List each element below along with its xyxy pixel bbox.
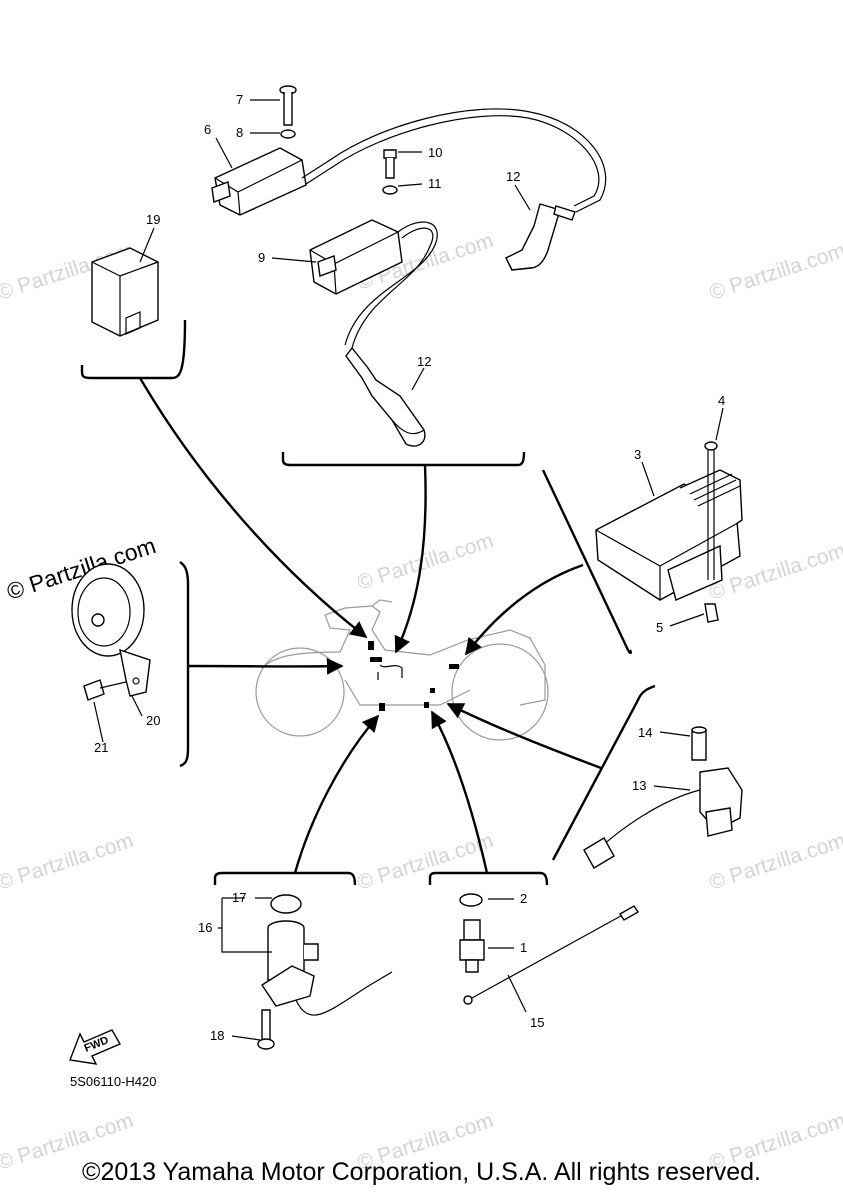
- callout-4: 4: [718, 393, 725, 408]
- watermarks: © Partzilla.com © Partzilla.com © Partzi…: [0, 229, 843, 1175]
- mount-point: [370, 657, 382, 662]
- watermark-text: © Partzilla.com: [0, 829, 136, 895]
- spark-plug-cap-lower: [345, 346, 426, 447]
- leader-arrows: [138, 377, 602, 874]
- watermark-text: © Partzilla.com: [354, 829, 496, 895]
- bracket-top-center: [281, 451, 526, 467]
- mount-point: [449, 664, 459, 669]
- callout-2: 2: [520, 891, 527, 906]
- callout-17: 17: [232, 890, 246, 905]
- relay-unit: [91, 247, 159, 337]
- callout-leaders: [93, 99, 724, 1041]
- callout-16: 16: [198, 920, 212, 935]
- level-switch: [257, 894, 393, 1050]
- fwd-arrow: FWD: [69, 1029, 121, 1065]
- watermark-text: © Partzilla.com: [706, 829, 843, 895]
- regulator-unit: [595, 441, 743, 623]
- callout-1: 1: [520, 940, 527, 955]
- callout-19: 19: [146, 212, 160, 227]
- callout-11: 11: [428, 176, 442, 191]
- mount-point: [379, 703, 385, 711]
- ignition-coil-2: [309, 149, 438, 349]
- diagram-code: 5S06110-H420: [70, 1074, 157, 1089]
- bracket-right-upper: [541, 469, 633, 655]
- callout-5: 5: [656, 620, 663, 635]
- callout-10: 10: [428, 145, 442, 160]
- mount-point: [424, 702, 429, 708]
- motorcycle-silhouette: [255, 599, 549, 741]
- callout-21: 21: [94, 740, 108, 755]
- callout-15: 15: [530, 1015, 544, 1030]
- callout-numbers: 7 8 6 10 11 9 12 12 19 4 3 5 14 13 20 21…: [94, 92, 725, 1043]
- bracket-bottom-left: [213, 871, 357, 886]
- callout-7: 7: [236, 92, 243, 107]
- callout-20: 20: [146, 713, 160, 728]
- pressure-switch: [459, 893, 639, 1005]
- spark-plug-cap-upper: [505, 203, 576, 271]
- speed-sensor: [583, 726, 743, 869]
- horn: [71, 563, 151, 701]
- callout-6: 6: [204, 122, 211, 137]
- callout-12-lower: 12: [417, 354, 431, 369]
- callout-14: 14: [638, 725, 652, 740]
- bracket-top-left: [80, 319, 187, 380]
- callout-13: 13: [632, 778, 646, 793]
- copyright-notice: ©2013 Yamaha Motor Corporation, U.S.A. A…: [82, 1158, 761, 1186]
- bracket-right-lower: [551, 684, 656, 861]
- bracket-bottom-center: [428, 871, 549, 886]
- ignition-coil-1: [211, 85, 607, 216]
- callout-3: 3: [634, 447, 641, 462]
- mount-point: [368, 641, 374, 650]
- callout-8: 8: [236, 125, 243, 140]
- callout-18: 18: [210, 1028, 224, 1043]
- watermark-text: © Partzilla.com: [706, 239, 843, 305]
- callout-9: 9: [258, 250, 265, 265]
- callout-12-upper: 12: [506, 169, 520, 184]
- mount-point: [430, 688, 435, 693]
- bracket-left: [179, 561, 190, 768]
- watermark-text: © Partzilla.com: [354, 529, 496, 595]
